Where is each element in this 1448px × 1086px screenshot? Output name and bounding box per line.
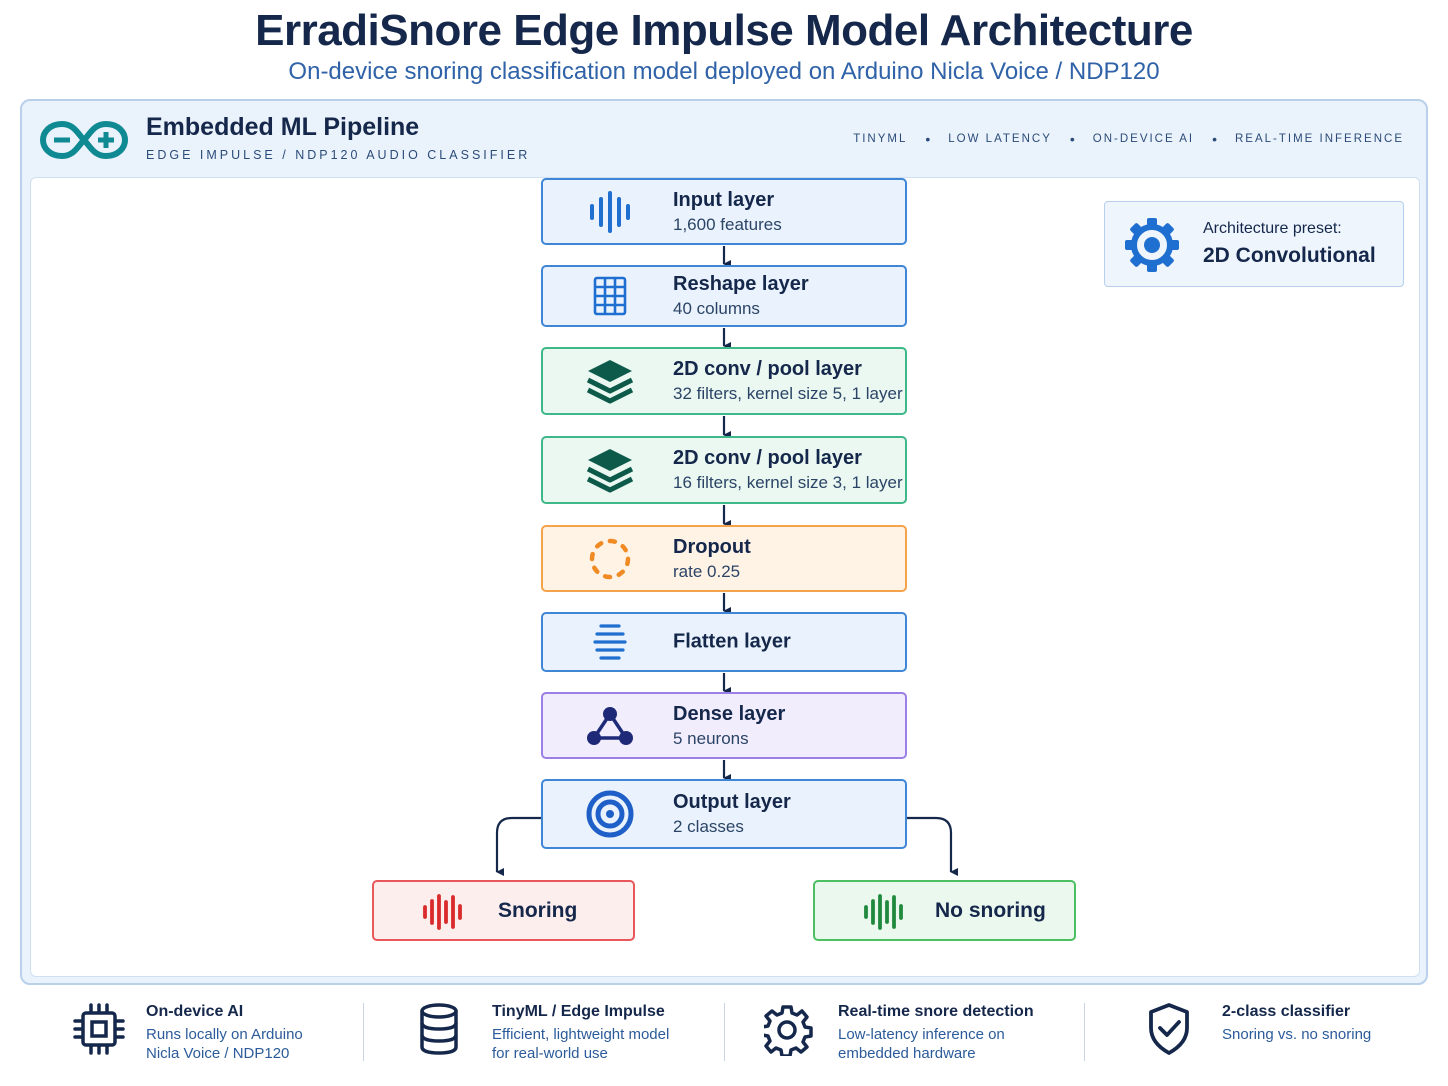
- architecture-preset-card: Architecture preset: 2D Convolutional: [1104, 201, 1404, 287]
- lines-icon: [585, 617, 635, 667]
- page-subtitle: On-device snoring classification model d…: [288, 58, 1160, 85]
- feature-description-line: Nicla Voice / NDP120: [146, 1045, 290, 1062]
- layer-conv-pool-2: 2D conv / pool layer 16 filters, kernel …: [541, 436, 907, 504]
- page-title: ErradiSnore Edge Impulse Model Architect…: [255, 6, 1193, 55]
- layer-conv-pool-1: 2D conv / pool layer 32 filters, kernel …: [541, 347, 907, 415]
- layer-subtitle: rate 0.25: [673, 561, 741, 581]
- target-icon: [585, 789, 635, 839]
- gear-icon: [764, 1005, 813, 1056]
- grid-icon: [585, 271, 635, 321]
- feature-description: Snoring vs. no snoring: [1222, 1025, 1371, 1044]
- feature-title: TinyML / Edge Impulse: [492, 1003, 665, 1020]
- tag-low-latency: LOW LATENCY: [948, 133, 1052, 145]
- feature-description-line: embedded hardware: [838, 1045, 976, 1062]
- class-no-snoring: No snoring: [813, 880, 1076, 941]
- layer-subtitle: 2 classes: [673, 817, 744, 836]
- layer-subtitle: 32 filters, kernel size 5, 1 layer: [673, 384, 903, 403]
- class-label: Snoring: [498, 899, 578, 922]
- feature-description-line: Efficient, lightweight model: [492, 1026, 670, 1043]
- feature-description-line: for real-world use: [492, 1045, 608, 1062]
- layer-title: Flatten layer: [673, 630, 791, 653]
- pipeline-title: Embedded ML Pipeline: [146, 113, 420, 141]
- layer-title: Dropout: [673, 535, 751, 558]
- tag-real-time-inference: REAL-TIME INFERENCE: [1235, 133, 1404, 145]
- layer-reshape: Reshape layer 40 columns: [541, 265, 907, 327]
- gear-icon: [1125, 218, 1179, 272]
- class-snoring: Snoring: [372, 880, 635, 941]
- feature-description: Efficient, lightweight model for real-wo…: [492, 1025, 669, 1063]
- layer-subtitle: 1,600 features: [673, 214, 782, 234]
- feature-description-line: Runs locally on Arduino: [146, 1026, 303, 1043]
- dashed-circle-icon: [585, 534, 635, 584]
- feature-title: 2-class classifier: [1222, 1003, 1351, 1020]
- layers-icon: [585, 445, 635, 495]
- tag-separator: •: [1069, 131, 1075, 147]
- layer-title: Input layer: [673, 188, 775, 211]
- tag-separator: •: [1212, 131, 1217, 147]
- feature-divider: [363, 1003, 364, 1061]
- layer-input: Input layer 1,600 features: [541, 178, 907, 245]
- feature-divider: [724, 1003, 725, 1061]
- database-icon: [420, 1003, 458, 1055]
- layer-dense: Dense layer 5 neurons: [541, 692, 907, 759]
- layer-title: Reshape layer: [673, 273, 809, 295]
- layer-title: Output layer: [673, 791, 791, 813]
- feature-description-line: Snoring vs. no snoring: [1222, 1026, 1372, 1043]
- layer-title: 2D conv / pool layer: [673, 447, 862, 469]
- waveform-icon: [585, 187, 635, 237]
- feature-description: Low-latency inference on embedded hardwa…: [838, 1025, 1005, 1063]
- class-label: No snoring: [935, 899, 1046, 922]
- tag-tinyml: TINYML: [853, 133, 908, 145]
- pipeline-subtitle: EDGE IMPULSE / NDP120 AUDIO CLASSIFIER: [146, 148, 531, 162]
- preset-value: 2D Convolutional: [1203, 244, 1376, 267]
- shield-check-icon: [1149, 1003, 1189, 1055]
- network-icon: [585, 701, 635, 751]
- layer-subtitle: 16 filters, kernel size 3, 1 layer: [673, 473, 903, 492]
- arduino-infinity-logo: [40, 120, 128, 160]
- layer-subtitle: 40 columns: [673, 299, 760, 318]
- feature-title: Real-time snore detection: [838, 1003, 1034, 1020]
- feature-description-line: Low-latency inference on: [838, 1026, 1005, 1043]
- waveform-icon: [422, 892, 466, 932]
- feature-description: Runs locally on Arduino Nicla Voice / ND…: [146, 1025, 303, 1063]
- tag-list: TINYML • LOW LATENCY • ON-DEVICE AI • RE…: [853, 131, 1404, 147]
- layer-subtitle: 5 neurons: [673, 728, 749, 748]
- tag-on-device-ai: ON-DEVICE AI: [1092, 133, 1195, 145]
- tag-separator: •: [925, 131, 931, 147]
- feature-divider: [1084, 1003, 1085, 1061]
- preset-label: Architecture preset:: [1203, 220, 1342, 237]
- layer-output: Output layer 2 classes: [541, 779, 907, 849]
- layer-dropout: Dropout rate 0.25: [541, 525, 907, 592]
- layer-title: 2D conv / pool layer: [673, 358, 862, 380]
- feature-title: On-device AI: [146, 1003, 244, 1020]
- waveform-icon: [863, 892, 907, 932]
- layers-icon: [585, 356, 635, 406]
- chip-icon: [73, 1003, 125, 1055]
- layer-flatten: Flatten layer: [541, 612, 907, 672]
- layer-title: Dense layer: [673, 702, 786, 725]
